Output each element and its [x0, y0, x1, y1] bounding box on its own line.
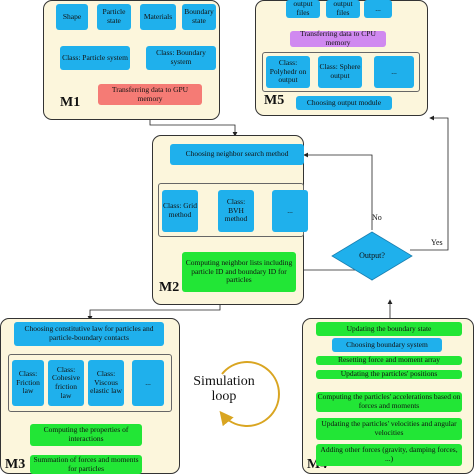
transfer-to-gpu-box: Transferring data to GPU memory — [98, 84, 202, 105]
output-files-box-2: output files — [326, 0, 360, 18]
module-m2-label: M2 — [159, 280, 180, 295]
output-decision-diamond — [331, 231, 413, 281]
output-files-ellipsis: ... — [364, 0, 392, 18]
class-cohesive-friction-law-box: Class: Cohesive friction law — [48, 360, 84, 406]
updating-velocities-box: Updating the particles' velocities and a… — [316, 418, 462, 440]
summation-forces-box: Summation of forces and moments for part… — [30, 455, 142, 474]
materials-box: Materials — [140, 4, 176, 30]
decision-yes-label: Yes — [431, 238, 443, 247]
output-classes-group — [262, 52, 420, 92]
particle-state-box: Particle state — [97, 4, 131, 30]
output-files-box-1: output files — [286, 0, 320, 18]
class-polyhedron-output-box: Class: Polyhedr on output — [266, 56, 310, 88]
constitutive-law-group — [8, 354, 172, 412]
output-classes-ellipsis: ... — [374, 56, 414, 88]
class-friction-law-box: Class: Friction law — [12, 360, 44, 406]
module-m1-label: M1 — [60, 95, 81, 110]
choosing-output-module-box: Choosing output module — [296, 96, 392, 110]
simulation-loop-line1: Simulation — [193, 374, 255, 389]
boundary-state-box: Boundary state — [182, 4, 216, 30]
constitutive-law-ellipsis: ... — [132, 360, 164, 406]
computing-neighbor-lists-box: Computing neighbor lists including parti… — [182, 252, 296, 292]
transfer-to-cpu-box: Transferring data to CPU memory — [290, 30, 386, 47]
output-decision-label: Output? — [359, 251, 385, 260]
class-boundary-system-box: Class: Boundary system — [146, 46, 216, 70]
choose-constitutive-law-box: Choosing constitutive law for particles … — [14, 322, 164, 346]
simulation-loop-line2: loop — [211, 389, 237, 405]
class-particle-system-box: Class: Particle system — [60, 46, 130, 70]
adding-other-forces-box: Adding other forces (gravity, damping fo… — [316, 444, 462, 466]
choosing-boundary-system-box: Choosing boundary system — [332, 338, 442, 352]
decision-no-label: No — [372, 213, 382, 222]
shape-box: Shape — [56, 4, 88, 30]
class-sphere-output-box: Class: Sphere output — [318, 56, 362, 88]
updating-boundary-state-box: Updating the boundary state — [316, 322, 462, 336]
module-m3-label: M3 — [5, 457, 26, 472]
simulation-loop-label: Simulation loop — [192, 374, 256, 405]
computing-interaction-properties-box: Computing the properties of interactions — [30, 424, 142, 446]
class-bvh-method-box: Class: BVH method — [218, 190, 254, 232]
choose-neighbor-search-box: Choosing neighbor search method — [170, 144, 304, 165]
class-viscous-elastic-law-box: Class: Viscous elastic law — [88, 360, 124, 406]
module-m5-label: M5 — [264, 93, 285, 108]
resetting-force-moment-box: Resetting force and moment array — [316, 355, 462, 365]
computing-accelerations-box: Computing the particles' accelerations b… — [316, 392, 462, 412]
class-grid-method-box: Class: Grid method — [162, 190, 198, 232]
updating-positions-box: Updating the particles' positions — [316, 369, 462, 379]
neighbor-method-ellipsis: ... — [272, 190, 308, 232]
